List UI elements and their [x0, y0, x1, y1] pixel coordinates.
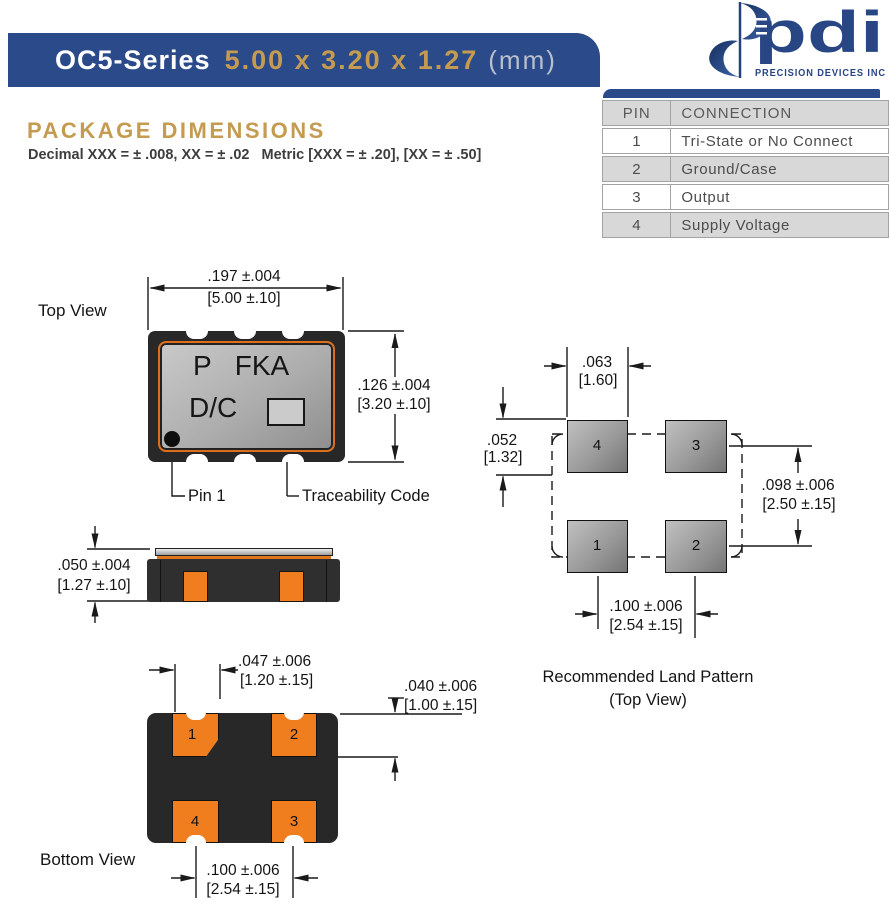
land-pattern-caption-sub: (Top View)	[609, 691, 687, 709]
dim-top-height-mm: [3.20 ±.10]	[354, 396, 434, 414]
side-view-seam	[160, 560, 161, 602]
pin1-marker	[164, 431, 180, 447]
land-pad-1-number: 1	[592, 537, 602, 554]
table-row: 3 Output	[602, 184, 889, 210]
bottom-pad-3-number: 3	[289, 813, 299, 830]
table-row: 2 Ground/Case	[602, 156, 889, 182]
pin1-label: Pin 1	[188, 487, 226, 505]
table-top-bar	[603, 89, 880, 98]
swoosh-icon	[709, 2, 771, 78]
castellation-notch	[282, 454, 304, 462]
col-header-connection: CONNECTION	[671, 100, 889, 126]
castellation-notch	[234, 454, 256, 462]
package-lid	[158, 341, 335, 452]
pin-cell: 3	[602, 184, 672, 210]
section-title: PACKAGE DIMENSIONS	[27, 118, 326, 143]
size-unit: (mm)	[488, 44, 557, 75]
table-header-row: PIN CONNECTION	[602, 100, 889, 126]
dim-pitch-mm: [2.54 ±.15]	[206, 881, 280, 898]
side-view-seam	[326, 560, 327, 602]
castellation-notch	[186, 454, 208, 462]
marking-line2: D/C	[189, 392, 238, 423]
dim-pad-height-inch: .040 ±.006	[404, 678, 478, 695]
title-banner: OC5-Series 5.00 x 3.20 x 1.27 (mm)	[8, 33, 600, 87]
castellation-notch	[284, 712, 304, 720]
dim-land-pad-height-mm: [1.32]	[483, 449, 523, 466]
traceability-label: Traceability Code	[302, 487, 430, 505]
castellation-notch	[284, 835, 304, 843]
connection-cell: Tri-State or No Connect	[671, 128, 889, 154]
dim-top-width-mm: [5.00 ±.10]	[207, 290, 281, 307]
logo-wordmark: pdi	[754, 0, 884, 65]
table-row: 4 Supply Voltage	[602, 212, 889, 238]
connection-cell: Supply Voltage	[671, 212, 889, 238]
marking-line1: P FKA	[193, 350, 290, 381]
land-pattern-caption: Recommended Land Pattern	[542, 668, 754, 686]
logo-slats	[756, 18, 767, 35]
pin-cell: 2	[602, 156, 672, 182]
side-view-body	[147, 559, 340, 602]
side-view-lid	[155, 548, 333, 556]
dim-land-pad-width-mm: [1.60]	[578, 372, 618, 389]
dim-land-pad-height-inch: .052	[486, 432, 518, 449]
dim-height-inch: .050 ±.004	[57, 557, 131, 574]
bottom-pad-1-number: 1	[187, 726, 197, 743]
land-pad-2-number: 2	[691, 537, 701, 554]
land-pad-3-number: 3	[691, 437, 701, 454]
side-view-seal-ring	[157, 556, 331, 559]
dim-land-hpitch-mm: [2.54 ±.15]	[609, 617, 683, 634]
bottom-pad-2-number: 2	[289, 726, 299, 743]
bottom-pad-2	[271, 713, 317, 757]
castellation-notch	[282, 331, 304, 339]
connection-cell: Output	[671, 184, 889, 210]
side-view-pad	[183, 571, 208, 602]
dim-land-vpitch-inch: .098 ±.006	[758, 477, 838, 495]
castellation-notch	[186, 331, 208, 339]
dim-land-pad-width-inch: .063	[581, 354, 613, 371]
dim-pad-width-mm: [1.20 ±.15]	[240, 672, 314, 689]
tolerance-note: Decimal XXX = ± .008, XX = ± .02 Metric …	[28, 147, 482, 163]
dim-height-mm: [1.27 ±.10]	[57, 577, 131, 594]
castellation-notch	[186, 835, 206, 843]
top-view-label: Top View	[38, 301, 107, 320]
traceability-code-box	[267, 398, 305, 426]
castellation-notch	[186, 712, 206, 720]
land-pad-4-number: 4	[592, 437, 602, 454]
pin-connection-table: PIN CONNECTION 1 Tri-State or No Connect…	[602, 98, 889, 240]
pdi-logo: pdi PRECISION DEVICES INC	[709, 0, 886, 79]
dim-pad-height-mm: [1.00 ±.15]	[404, 697, 478, 714]
land-pad-4	[567, 420, 628, 473]
pin-cell: 1	[602, 128, 672, 154]
series-name: OC5-Series	[55, 44, 211, 75]
dim-pitch-inch: .100 ±.006	[206, 862, 280, 879]
dim-top-width-inch: .197 ±.004	[207, 268, 281, 285]
bottom-view-label: Bottom View	[40, 850, 136, 869]
connection-cell: Ground/Case	[671, 156, 889, 182]
package-size: 5.00 x 3.20 x 1.27	[224, 44, 479, 75]
col-header-pin: PIN	[602, 100, 672, 126]
dim-top-height-inch: .126 ±.004	[354, 377, 434, 395]
bottom-pad-4-number: 4	[190, 813, 200, 830]
dim-land-hpitch-inch: .100 ±.006	[609, 598, 683, 615]
logo-tagline: PRECISION DEVICES INC	[755, 67, 886, 79]
land-pad-3	[665, 420, 727, 473]
dim-land-vpitch-mm: [2.50 ±.15]	[759, 496, 839, 514]
castellation-notch	[234, 331, 256, 339]
dim-pad-width-inch: .047 ±.006	[238, 653, 312, 670]
side-view-pad	[279, 571, 304, 602]
land-pad-1	[567, 520, 628, 573]
table-row: 1 Tri-State or No Connect	[602, 128, 889, 154]
land-pad-2	[665, 520, 727, 573]
pin-cell: 4	[602, 212, 672, 238]
